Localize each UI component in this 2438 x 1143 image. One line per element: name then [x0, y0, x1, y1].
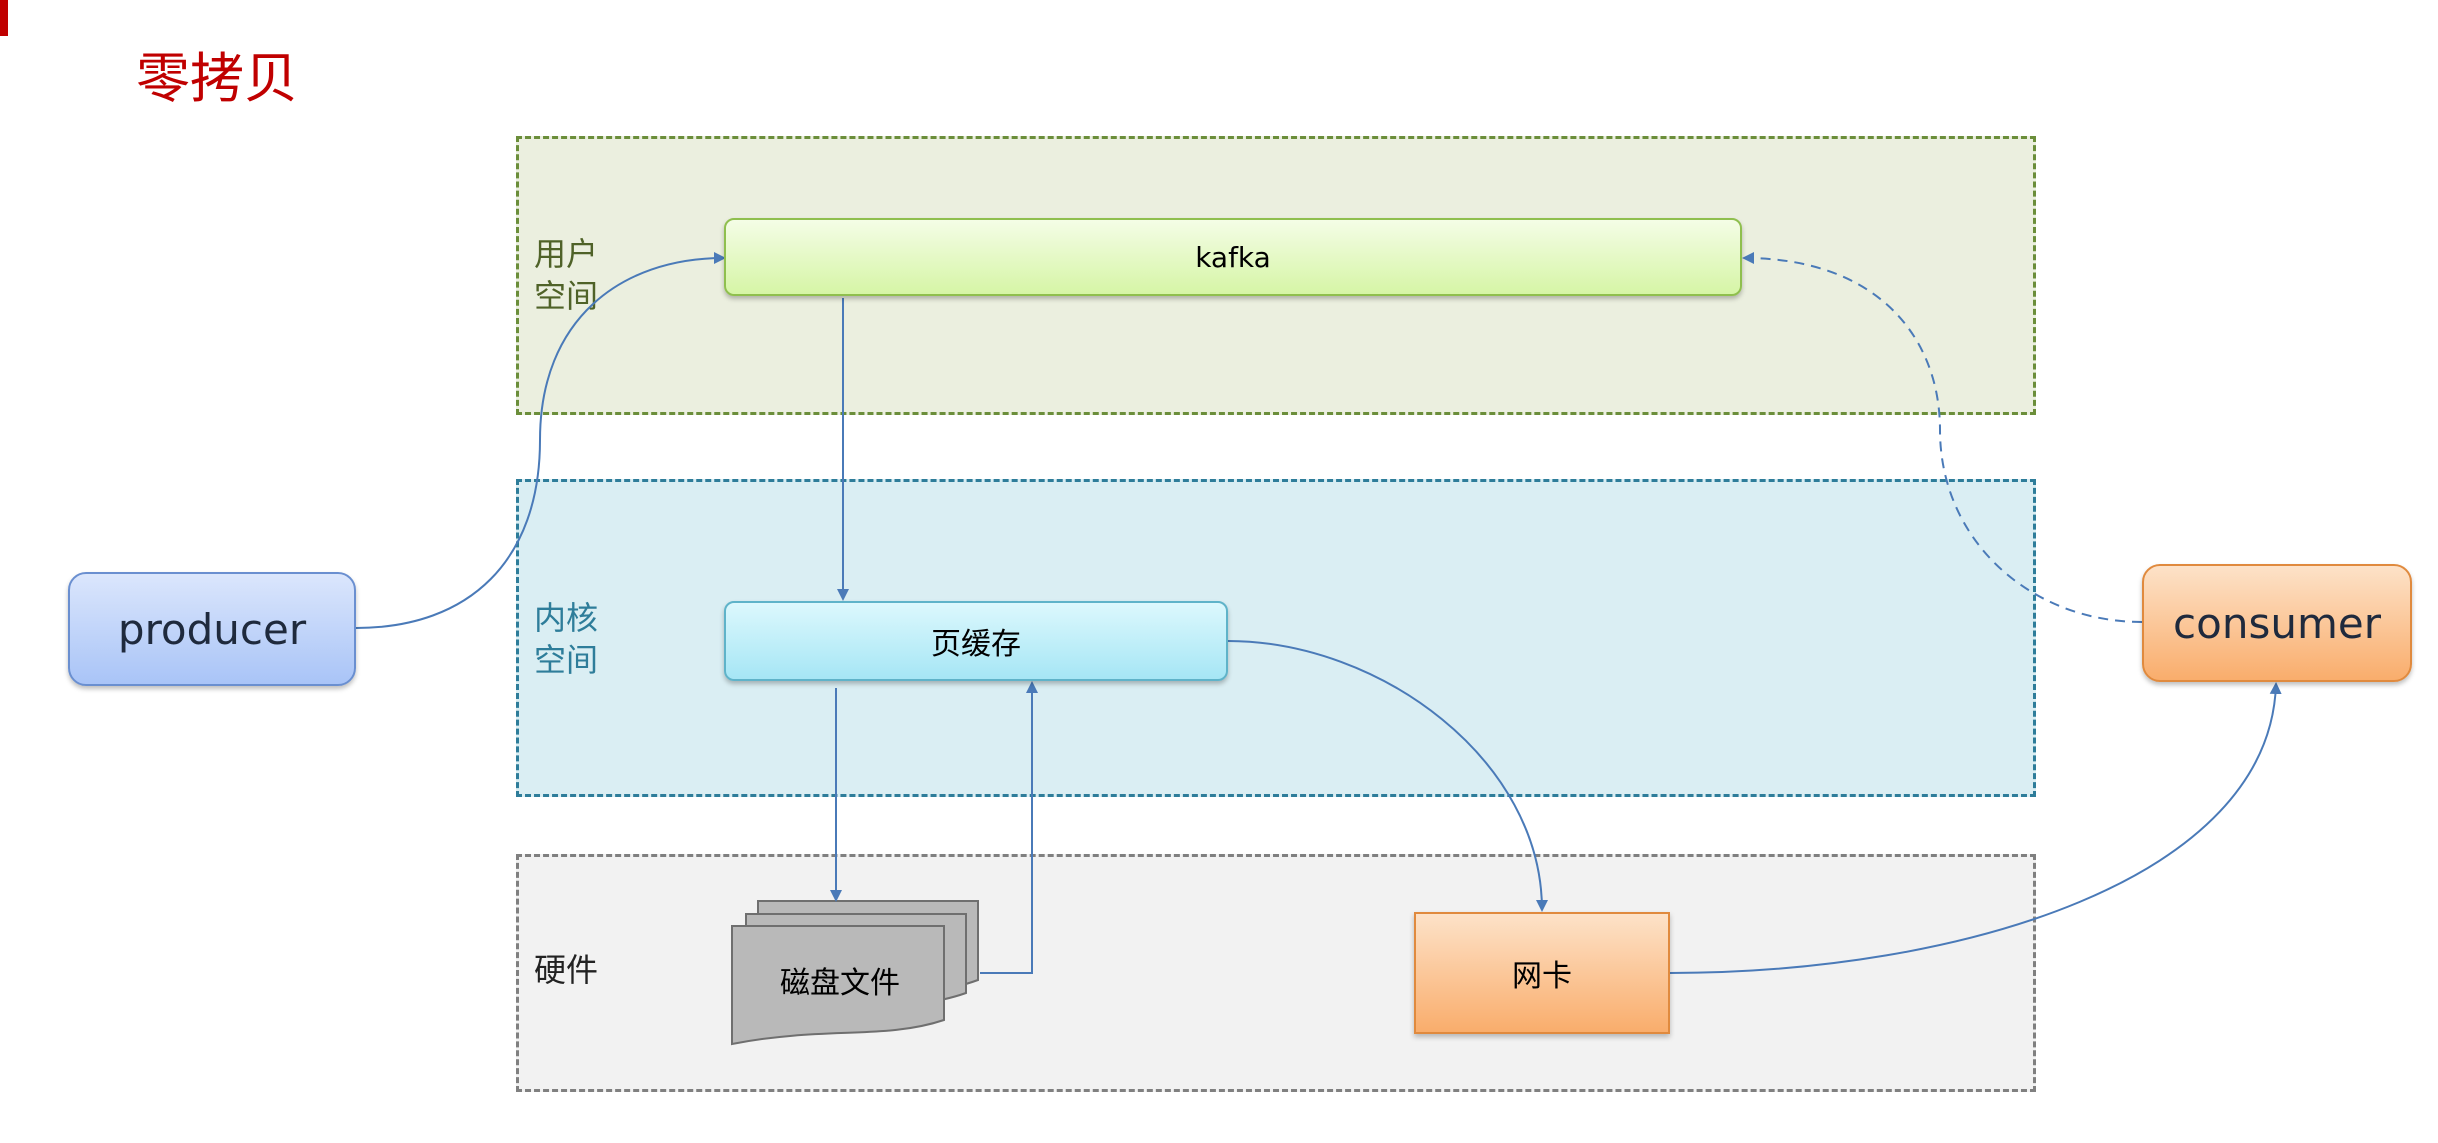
producer-node: producer — [68, 572, 356, 686]
page-title: 零拷贝 — [136, 47, 298, 110]
user-space-label: 用户 空间 — [534, 235, 599, 315]
kernel-space-label: 内核 空间 — [534, 599, 599, 679]
consumer-node: consumer — [2142, 564, 2412, 682]
corner-accent — [0, 0, 8, 36]
nic-node: 网卡 — [1414, 912, 1670, 1034]
disk-file-label: 磁盘文件 — [780, 966, 900, 1001]
arrow-consumer-to-kafka — [1742, 252, 2143, 623]
kafka-node: kafka — [724, 218, 1742, 296]
arrow-pagecache-to-nic — [1227, 640, 1548, 912]
kernel-space-zone — [516, 479, 2036, 797]
arrow-disk-to-pagecache — [980, 681, 1038, 974]
page-cache-node: 页缓存 — [724, 601, 1228, 681]
hardware-label: 硬件 — [534, 951, 599, 989]
arrow-nic-to-consumer — [1669, 682, 2282, 974]
arrow-producer-to-kafka — [355, 252, 726, 629]
disk-file-icon — [731, 900, 979, 1046]
